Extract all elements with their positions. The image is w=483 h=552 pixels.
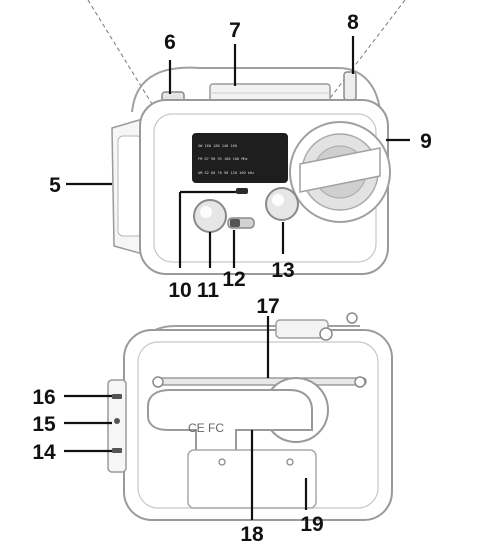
antenna-rod bbox=[155, 377, 367, 386]
callout-16: 16 bbox=[32, 386, 55, 409]
dial-row-am: AM 52 60 70 90 120 160 kHz bbox=[198, 171, 254, 175]
callout-7: 7 bbox=[229, 19, 241, 42]
back-view: CE FC 17 16 15 14 18 19 bbox=[32, 295, 393, 546]
callout-13: 13 bbox=[271, 259, 294, 282]
callout-19: 19 bbox=[300, 513, 323, 536]
side-port-panel bbox=[107, 379, 127, 473]
port-14 bbox=[112, 448, 122, 453]
callout-8: 8 bbox=[347, 11, 359, 34]
callout-18: 18 bbox=[240, 523, 264, 546]
port-15 bbox=[114, 418, 120, 424]
callout-12: 12 bbox=[222, 268, 245, 291]
callout-17: 17 bbox=[256, 295, 279, 318]
carry-handle bbox=[131, 66, 381, 113]
indicator-light bbox=[236, 188, 248, 194]
port-16 bbox=[112, 394, 122, 399]
callout-9: 9 bbox=[420, 130, 432, 153]
certification-mark: CE FC bbox=[188, 421, 224, 435]
callout-15: 15 bbox=[32, 413, 56, 436]
front-view: SW 160 180 140 160 FM 87 90 95 100 106 M… bbox=[49, 0, 432, 302]
dial-row-sw: SW 160 180 140 160 bbox=[198, 144, 237, 148]
callout-11: 11 bbox=[197, 279, 220, 302]
dial-row-fm: FM 87 90 95 100 106 MHz bbox=[198, 157, 248, 161]
callout-10: 10 bbox=[168, 279, 191, 302]
callout-6: 6 bbox=[164, 31, 176, 54]
hand-crank bbox=[147, 389, 313, 479]
front-leaders bbox=[66, 36, 410, 268]
tuning-display: SW 160 180 140 160 FM 87 90 95 100 106 M… bbox=[192, 133, 288, 183]
antenna-tip bbox=[343, 71, 357, 101]
callout-14: 14 bbox=[32, 441, 56, 464]
callout-5: 5 bbox=[49, 174, 61, 197]
speaker bbox=[289, 121, 391, 223]
back-leaders bbox=[64, 316, 308, 520]
